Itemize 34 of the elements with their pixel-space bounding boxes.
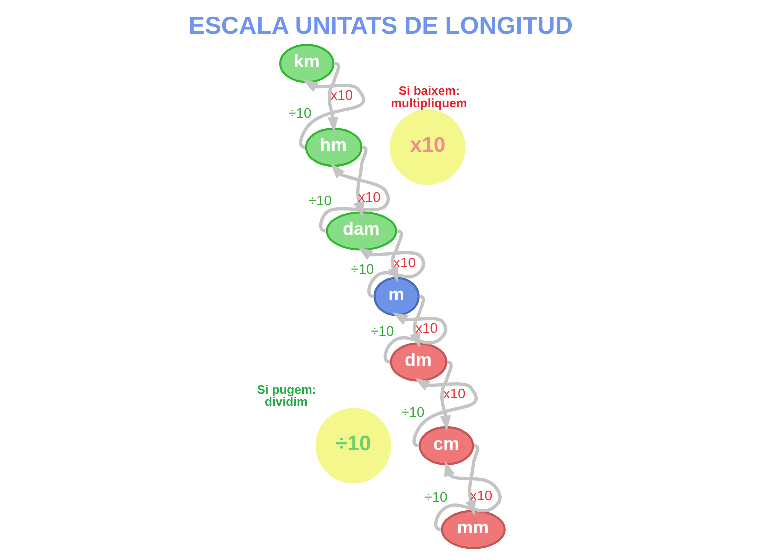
node-circle: ÷10 — [315, 408, 391, 484]
edge-label: x10 — [393, 254, 416, 270]
edge-label: ÷10 — [401, 404, 424, 420]
node-ellipse: dm — [390, 342, 448, 382]
arrow — [353, 146, 368, 218]
diagram-title: ESCALA UNITATS DE LONGITUD — [188, 12, 573, 40]
arrow — [318, 163, 390, 233]
node-ellipse: hm — [304, 128, 362, 168]
arrow — [383, 312, 448, 364]
edge-label: x10 — [470, 487, 492, 504]
node-circle: x10 — [390, 110, 466, 186]
arrow — [412, 378, 478, 448]
arrow — [465, 444, 480, 516]
node-ellipse: dam — [326, 212, 397, 251]
edge-label: x10 — [415, 320, 438, 336]
edge-label: ÷10 — [370, 323, 394, 340]
node-label: Si pugem: dividim — [256, 382, 316, 410]
edge-label: x10 — [442, 385, 466, 402]
node-ellipse: m — [373, 277, 420, 316]
arrow — [298, 80, 365, 150]
node-ellipse: cm — [418, 426, 474, 466]
edge-label: ÷10 — [288, 104, 312, 121]
arrow — [357, 246, 426, 298]
edge-label: ÷10 — [350, 260, 374, 277]
edge-label: x10 — [358, 188, 380, 205]
node-label: Si baixem: multipliquem — [390, 84, 467, 110]
edge-label: x10 — [330, 86, 353, 103]
edge-label: ÷10 — [308, 192, 332, 208]
node-ellipse: km — [278, 44, 334, 84]
node-ellipse: mm — [440, 510, 506, 550]
edge-label: ÷10 — [424, 489, 448, 506]
arrow — [327, 62, 340, 133]
arrow — [434, 460, 502, 532]
arrow — [440, 360, 452, 432]
